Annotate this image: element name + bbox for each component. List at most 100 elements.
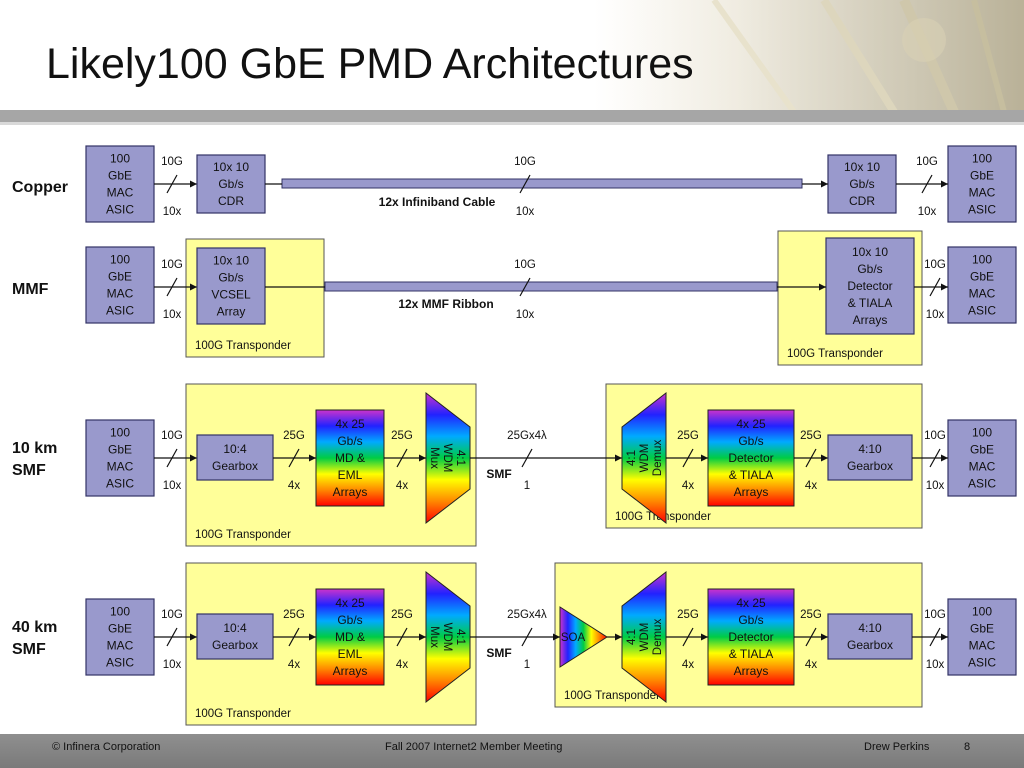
- lane-rx2-slash: [805, 448, 817, 468]
- lane-right-rate: 10G: [924, 609, 946, 621]
- rx-array: [707, 588, 795, 686]
- lane-mid-slash: [519, 277, 531, 297]
- connector-left-head: [190, 283, 197, 291]
- row-label: 10 km: [12, 440, 57, 457]
- lane-mid-slash: [519, 174, 531, 194]
- transponder-left-label: 100G Transponder: [195, 708, 291, 720]
- asic-right-line: ASIC: [968, 477, 996, 491]
- cdr-left-line: CDR: [218, 194, 244, 208]
- mmf-ribbon: [324, 281, 778, 292]
- slide-title: Likely100 GbE PMD Architectures: [46, 40, 694, 88]
- detector-array-line: Gb/s: [857, 262, 882, 276]
- asic-left-line: 100: [110, 253, 130, 267]
- vcsel-array-line: 10x 10: [213, 254, 249, 268]
- cdr-left-line: 10x 10: [213, 160, 249, 174]
- wdm-mux: [425, 391, 471, 525]
- lane-rx-slash: [682, 627, 694, 647]
- header-banner: [0, 0, 1024, 112]
- detector-array-line: Arrays: [853, 313, 888, 327]
- tx-array-line: 4x 25: [335, 417, 365, 431]
- lane-right-slash: [929, 627, 941, 647]
- lane-tx-count: 4x: [288, 659, 300, 671]
- transponder-left-label: 100G Transponder: [195, 340, 291, 352]
- lane-mid-rate: 10G: [514, 259, 536, 271]
- connector-right-head: [941, 283, 948, 291]
- lane-rx2-count: 4x: [805, 480, 817, 492]
- lane-tx2-rate: 25G: [391, 609, 413, 621]
- lane-left-slash: [166, 448, 178, 468]
- asic-left-line: MAC: [107, 639, 134, 653]
- lane-tx2-slash: [396, 448, 408, 468]
- asic-left-line: GbE: [108, 169, 132, 183]
- title-rule: [0, 110, 1024, 122]
- wdm-mux: [425, 570, 471, 704]
- lane-tx2-rate: 25G: [391, 430, 413, 442]
- smf-fiber-head: [615, 454, 622, 462]
- lane-rx-rate: 25G: [677, 609, 699, 621]
- gearbox-right-line: Gearbox: [847, 638, 893, 652]
- gearbox-right-line: 4:10: [858, 621, 882, 635]
- connector-rx2-head: [821, 454, 828, 462]
- lane-left-count: 10x: [163, 206, 182, 218]
- cable-label: 12x Infiniband Cable: [379, 195, 496, 209]
- wdm-demux-label: Demux: [652, 440, 664, 477]
- asic-left-line: 100: [110, 426, 130, 440]
- connector-rx2-head: [821, 633, 828, 641]
- cdr-left-line: Gb/s: [218, 177, 243, 191]
- connector-rx-head: [701, 454, 708, 462]
- connector-right-head: [941, 454, 948, 462]
- vcsel-array-line: VCSEL: [211, 288, 251, 302]
- footer-copyright: © Infinera Corporation: [52, 741, 161, 753]
- connector-left-head: [190, 180, 197, 188]
- asic-left-line: ASIC: [106, 477, 134, 491]
- rx-array-line: & TIALA: [729, 468, 773, 482]
- gearbox-right: [827, 613, 913, 660]
- lane-rx2-rate: 25G: [800, 430, 822, 442]
- rx-array-line: Arrays: [734, 485, 769, 499]
- cdr-right-line: CDR: [849, 194, 875, 208]
- vcsel-array: [196, 247, 266, 325]
- tx-array-line: EML: [338, 468, 363, 482]
- cable-label: 12x MMF Ribbon: [398, 297, 493, 311]
- row-label: Copper: [12, 179, 68, 196]
- lane-right-rate: 10G: [916, 156, 938, 168]
- asic-right-line: MAC: [969, 186, 996, 200]
- lane-right-rate: 10G: [924, 259, 946, 271]
- lane-tx-rate: 25G: [283, 609, 305, 621]
- lane-right-count: 10x: [926, 480, 945, 492]
- connector-tx-head: [309, 633, 316, 641]
- lane-mid-rate: 10G: [514, 156, 536, 168]
- asic-left-line: MAC: [107, 460, 134, 474]
- wdm-demux-label: Demux: [652, 619, 664, 656]
- lane-tx-count: 4x: [288, 480, 300, 492]
- asic-right-line: ASIC: [968, 656, 996, 670]
- lane-left-slash: [166, 174, 178, 194]
- asic-right-line: GbE: [970, 443, 994, 457]
- footer-author: Drew Perkins: [864, 741, 930, 753]
- gearbox-left-line: Gearbox: [212, 459, 258, 473]
- asic-right-line: MAC: [969, 460, 996, 474]
- smf-fiber-head: [553, 633, 560, 641]
- rx-array-line: Detector: [728, 630, 773, 644]
- asic-right-line: 100: [972, 253, 992, 267]
- tx-array-line: MD &: [335, 451, 365, 465]
- asic-left-line: GbE: [108, 443, 132, 457]
- connector-soa-head: [615, 633, 622, 641]
- lane-tx2-count: 4x: [396, 659, 408, 671]
- row-label: SMF: [12, 462, 46, 479]
- lane-left-count: 10x: [163, 480, 182, 492]
- infiniband-cable: [281, 178, 803, 189]
- lane-tx2-count: 4x: [396, 480, 408, 492]
- lane-left-count: 10x: [163, 309, 182, 321]
- wdm-demux-label: 4:1: [626, 450, 638, 466]
- asic-left-line: ASIC: [106, 304, 134, 318]
- asic-right-line: MAC: [969, 639, 996, 653]
- lane-rx-rate: 25G: [677, 430, 699, 442]
- asic-right-line: 100: [972, 605, 992, 619]
- asic-right: [947, 246, 1017, 324]
- tx-array-line: Gb/s: [337, 613, 362, 627]
- tx-array: [315, 409, 385, 507]
- asic-left-line: ASIC: [106, 656, 134, 670]
